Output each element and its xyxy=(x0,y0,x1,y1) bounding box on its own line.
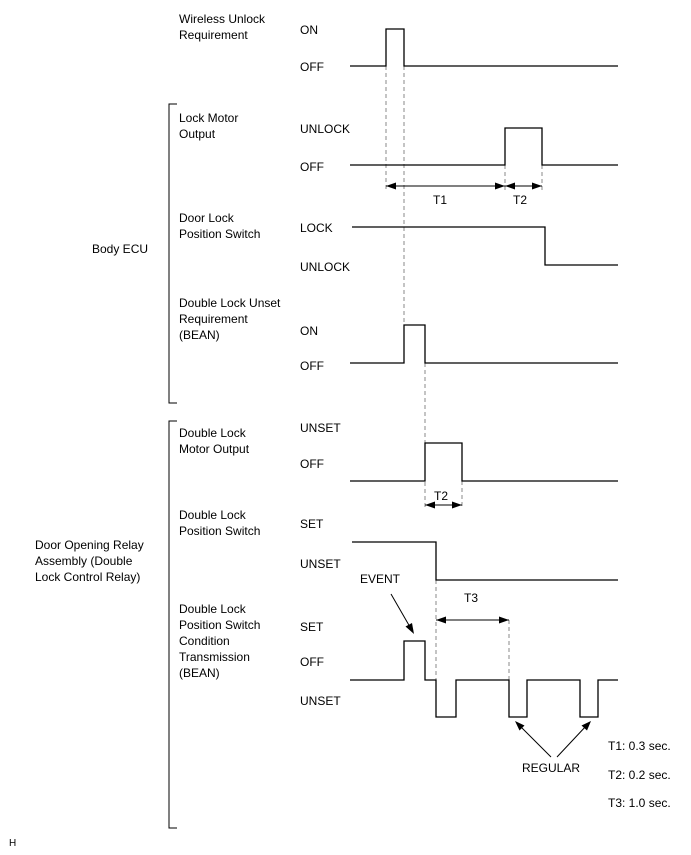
double-lock-motor-label: Double Lock Motor Output xyxy=(179,426,250,456)
door-lock-switch-wave xyxy=(352,226,618,266)
state-label: OFF xyxy=(300,359,324,373)
t2-label: T2 xyxy=(434,489,448,503)
lock-motor-wave xyxy=(350,127,618,166)
event-label: EVENT xyxy=(360,572,401,586)
regular-arrow xyxy=(556,721,591,758)
t2-dimension xyxy=(505,182,542,190)
condition-tx-wave xyxy=(350,640,618,718)
note-t3: T3: 1.0 sec. xyxy=(608,796,671,810)
state-label: OFF xyxy=(300,457,324,471)
note-t1: T1: 0.3 sec. xyxy=(608,739,671,753)
double-lock-switch-wave xyxy=(352,541,618,581)
double-lock-unset-label: Double Lock Unset Requirement (BEAN) xyxy=(179,296,284,342)
door-lock-switch-label: Door Lock Position Switch xyxy=(179,211,260,241)
t1-label: T1 xyxy=(433,193,447,207)
t2-label: T2 xyxy=(513,193,527,207)
t2-dimension xyxy=(425,501,462,509)
state-label: OFF xyxy=(300,160,324,174)
state-label: ON xyxy=(300,23,318,37)
wireless-unlock-label: Wireless Unlock Requirement xyxy=(179,12,268,42)
state-label: UNLOCK xyxy=(300,122,350,136)
double-lock-switch-label: Double Lock Position Switch xyxy=(179,508,260,538)
state-label: UNSET xyxy=(300,557,341,571)
body-ecu-label: Body ECU xyxy=(92,242,148,256)
wireless-unlock-wave xyxy=(350,28,618,67)
regular-label: REGULAR xyxy=(522,761,580,775)
note-t2: T2: 0.2 sec. xyxy=(608,768,671,782)
state-label: UNSET xyxy=(300,694,341,708)
double-lock-unset-wave xyxy=(350,324,618,364)
state-label: UNLOCK xyxy=(300,260,350,274)
state-label: ON xyxy=(300,324,318,338)
condition-tx-label: Double Lock Position Switch Condition Tr… xyxy=(179,602,264,680)
body-ecu-bracket xyxy=(168,103,177,404)
state-label: UNSET xyxy=(300,421,341,435)
state-label: OFF xyxy=(300,655,324,669)
state-label: SET xyxy=(300,620,324,634)
lock-motor-label: Lock Motor Output xyxy=(179,111,242,141)
event-arrow xyxy=(390,593,414,634)
t3-label: T3 xyxy=(464,591,478,605)
regular-arrow xyxy=(515,721,552,758)
footer-code: H xyxy=(9,838,16,849)
t3-dimension xyxy=(436,616,509,624)
relay-bracket xyxy=(168,420,177,829)
state-label: OFF xyxy=(300,60,324,74)
double-lock-motor-wave xyxy=(350,442,618,482)
relay-group-label: Door Opening Relay Assembly (Double Lock… xyxy=(35,538,147,584)
state-label: SET xyxy=(300,517,324,531)
state-label: LOCK xyxy=(300,221,333,235)
t1-dimension xyxy=(386,182,505,190)
